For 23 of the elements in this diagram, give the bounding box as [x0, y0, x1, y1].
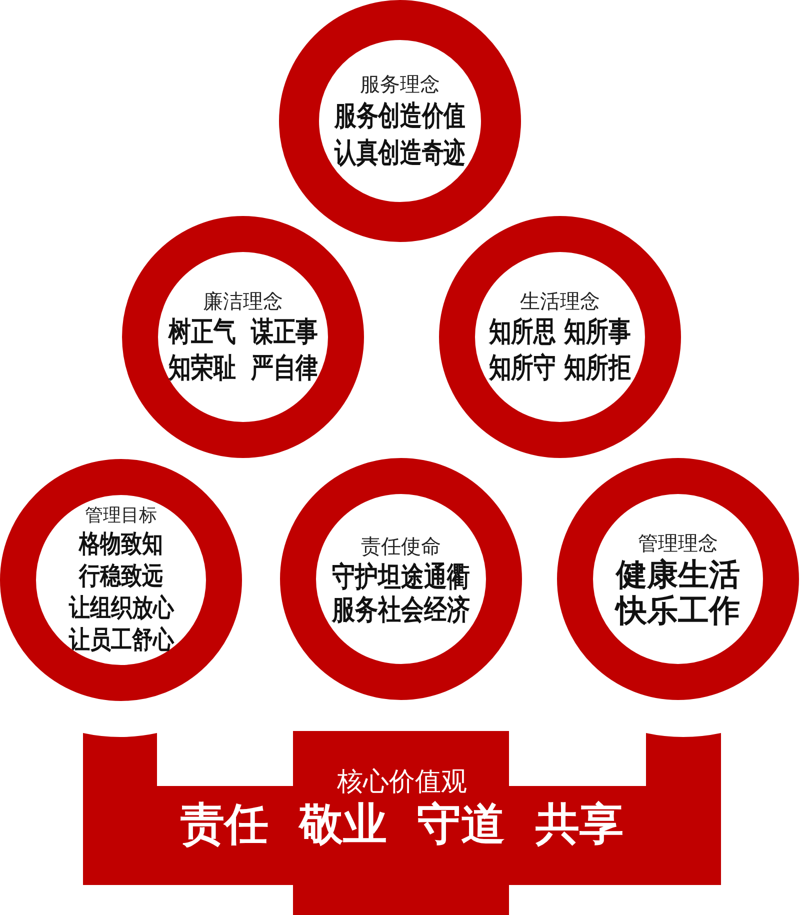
slogan-text: 格物致知 — [79, 528, 163, 560]
slogan-text: 知荣耻 严自律 — [168, 350, 318, 386]
banner-text: 责任 敬业 守道 共享 — [180, 799, 624, 851]
slogan-text: 行稳致远 — [79, 560, 163, 592]
banner-shape — [83, 731, 721, 915]
banner-title: 核心价值观 — [337, 767, 467, 797]
slogan-text: 知所守 知所拒 — [488, 350, 632, 386]
slogan-text: 让员工舒心 — [68, 624, 174, 656]
slogan-text: 认真创造奇迹 — [334, 135, 466, 171]
circle-title: 服务理念 — [360, 71, 440, 97]
circle-title: 管理目标 — [85, 504, 157, 528]
circle-title: 管理理念 — [638, 530, 718, 557]
slogan-text: 知所思 知所事 — [488, 314, 632, 350]
circle-title: 生活理念 — [520, 288, 600, 314]
circle-title: 责任使命 — [361, 533, 441, 560]
slogan-text: 服务社会经济 — [332, 593, 470, 626]
slogan-text: 让组织放心 — [68, 592, 174, 624]
slogan-text: 快乐工作 — [616, 593, 740, 629]
circle-title: 廉洁理念 — [203, 288, 283, 314]
slogan-text: 服务创造价值 — [334, 98, 466, 134]
slogan-text: 树正气 谋正事 — [168, 314, 318, 350]
slogan-text: 守护坦途通衢 — [332, 560, 470, 593]
slogan-text: 健康生活 — [616, 557, 740, 593]
